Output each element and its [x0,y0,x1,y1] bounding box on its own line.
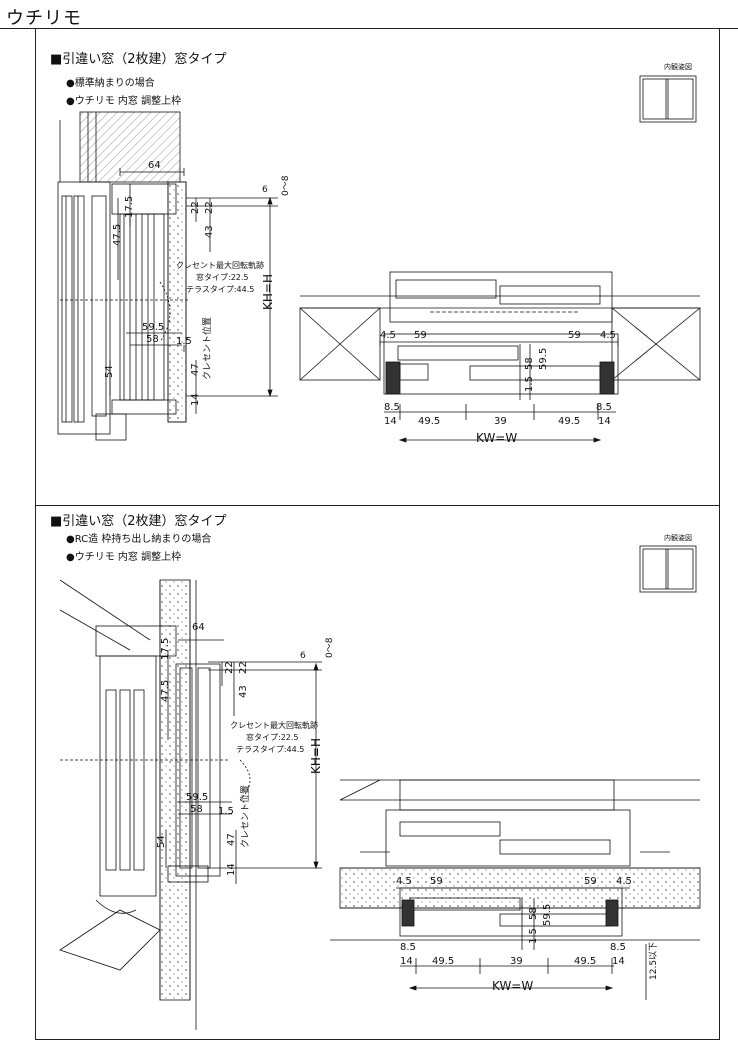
s1-v-d14: 14 [190,393,201,406]
section-1-vertical-section [57,111,190,441]
s2-v-d0-8: 0～8 [325,637,335,658]
section-1-inner-view-icon [639,75,697,123]
s2-h-d49-5l: 49.5 [432,956,454,967]
section-2-inner-view-icon [639,545,697,593]
s1-v-crescent-window: 窓タイプ:22.5 [196,272,249,282]
s1-v-d47: 47 [190,363,201,376]
s2-v-d22a: 22 [224,661,235,674]
section-2-vertical-section [59,579,251,1030]
s1-h-d59l: 59 [414,330,427,341]
s2-v-crescent-pos: クレセント位置 [239,785,251,848]
s2-h-d8-5: 8.5 [400,942,416,953]
section-2-vertical-dimensions [165,639,322,884]
s1-v-d64: 64 [148,160,161,171]
s2-v-d47: 47 [226,833,237,846]
section-1-inner-view-label: 内観姿図 [664,63,692,71]
section-2-bullet-2: ●ウチリモ 内窓 調整上枠 [66,552,182,563]
s1-h-d58: 58 [524,357,535,370]
s2-v-d64: 64 [192,622,205,633]
s2-v-d54: 54 [156,835,167,848]
s2-v-crescent-title: クレセント最大回転軌跡 [230,720,318,730]
s2-v-d17-5: 17.5 [160,638,171,660]
s2-h-d14r: 14 [612,956,625,967]
s2-h-d59l: 59 [430,876,443,887]
s1-h-d59-5: 59.5 [538,348,549,370]
s1-v-d54: 54 [104,365,115,378]
s1-h-d1-5: 1.5 [524,376,535,392]
s2-h-d1-5: 1.5 [528,928,539,944]
s1-v-kh: KH=H [261,274,275,310]
s2-v-d22b: 22 [238,661,249,674]
section-2-horizontal-section [330,779,701,941]
s1-h-d59r: 59 [568,330,581,341]
s2-h-d59-5: 59.5 [542,904,553,926]
s1-v-d58: 58 [146,334,159,345]
s1-v-crescent-pos: クレセント位置 [201,317,213,380]
s1-v-d59-5: 59.5 [142,322,164,333]
s2-h-d12-5: 12.5以下 [649,942,659,980]
s2-v-d43: 43 [238,685,249,698]
s1-h-kw: KW=W [476,431,517,445]
s2-v-d59-5: 59.5 [186,792,208,803]
title-rule [0,28,738,29]
s1-v-d1-5: 1.5 [176,336,192,347]
s2-v-d47-5: 47.5 [160,680,171,702]
s2-h-kw: KW=W [492,979,533,993]
s2-v-d14: 14 [226,863,237,876]
s1-h-d8-5: 8.5 [384,402,400,413]
section-1-horizontal-dimensions [379,338,619,443]
s1-h-d49-5r: 49.5 [558,416,580,427]
s2-v-d58: 58 [190,804,203,815]
s2-v-d6: 6 [300,651,306,661]
s1-h-d49-5l: 49.5 [418,416,440,427]
s1-v-d17-5: 17.5 [124,196,135,218]
s2-v-d1-5: 1.5 [218,806,234,817]
s1-v-d47-5: 47.5 [112,224,123,246]
s2-h-d8-5r: 8.5 [610,942,626,953]
s1-v-d22a: 22 [190,201,201,214]
section-1-vertical-dimensions [109,168,278,414]
s2-v-kh: KH=H [309,738,323,774]
s1-h-d8-5r: 8.5 [596,402,612,413]
s2-h-d58: 58 [528,907,539,920]
section-1-bullet-1: ●標準納まりの場合 [66,78,155,89]
s2-h-d14l: 14 [400,956,413,967]
s1-v-d22b: 22 [204,201,215,214]
s1-v-crescent-terrace: テラスタイプ:44.5 [186,285,254,294]
s1-h-d4-5l: 4.5 [380,330,396,341]
section-1-horizontal-section [299,271,701,395]
s1-h-d4-5r: 4.5 [600,330,616,341]
s2-h-d49-5r: 49.5 [574,956,596,967]
s1-h-d14l: 14 [384,416,397,427]
s1-v-crescent-title: クレセント最大回転軌跡 [176,260,264,270]
s2-v-crescent-window: 窓タイプ:22.5 [246,732,299,742]
s1-v-d6: 6 [262,185,268,195]
s2-h-d39: 39 [510,956,523,967]
drawing-frame [35,28,720,1040]
s2-h-d59r: 59 [584,876,597,887]
section-2-title: ■引違い窓（2枚建）窓タイプ [50,514,227,529]
page-title: ウチリモ [6,8,82,29]
s2-h-d4-5r: 4.5 [616,876,632,887]
section-2-bullet-1: ●RC造 枠持ち出し納まりの場合 [66,534,212,545]
s1-v-d43: 43 [204,225,215,238]
s1-v-d0-8: 0～8 [281,175,291,196]
s2-h-d4-5l: 4.5 [396,876,412,887]
section-2-inner-view-label: 内観姿図 [664,534,692,542]
section-2-horizontal-dimensions [396,887,647,1000]
section-divider [35,505,720,506]
s1-h-d14r: 14 [598,416,611,427]
section-1-title: ■引違い窓（2枚建）窓タイプ [50,52,227,67]
s1-h-d39: 39 [494,416,507,427]
section-1-bullet-2: ●ウチリモ 内窓 調整上枠 [66,96,182,107]
s2-v-crescent-terrace: テラスタイプ:44.5 [236,745,304,754]
